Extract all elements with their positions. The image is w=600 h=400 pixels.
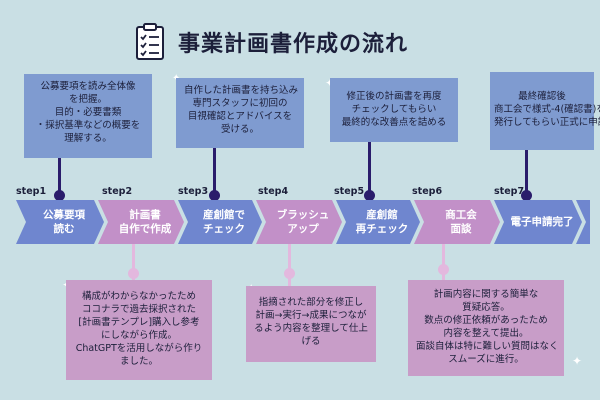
arrow-tail [576,200,590,244]
step-name-step3: 産創館で チェック [203,209,245,235]
step-label: step3 [178,186,209,197]
arrow-step7 [494,200,582,244]
pin-dot-step5 [364,190,375,201]
checklist-clipboard-icon [136,23,164,60]
step-label: step2 [102,186,133,197]
title-area: 事業計画書作成の流れ [130,20,470,66]
pin-stem-step1 [58,158,61,194]
pin-stem-step6 [442,244,445,280]
arrow-step1 [16,200,104,244]
pin-stem-step5 [368,142,371,194]
pin-stem-step4 [288,244,291,286]
step-label: step4 [258,186,289,197]
note-step6: 計画内容に関する簡単な 質疑応答。 数点の修正依頼があったため 内容を整えて提出… [408,280,564,376]
page-title: 事業計画書作成の流れ [178,32,409,57]
step-name-step6: 商工会 面談 [445,209,477,235]
arrow-step4 [256,200,342,244]
arrow-step6 [414,200,500,244]
step-label: step5 [334,186,365,197]
pin-stem-step2 [132,244,135,280]
pin-dot-step3 [209,190,220,201]
step-label: step7 [494,186,525,197]
step-name-step4: ブラッシュ アップ [276,209,330,235]
arrow-step5 [336,200,420,244]
process-arrow-row [16,200,590,244]
note-step2: 構成がわからなかったため ココナラで過去採択された [計画書テンプレ]購入し参考… [66,280,212,380]
note-step4: 指摘された部分を修正し 計画→実行→成果につなが るよう内容を整理して仕上 げる [246,286,376,362]
pin-dot-step1 [54,190,65,201]
note-step1: 公募要項を読み全体像 を把握。 目的・必要書類 ・採択基準などの概要を 理解する… [24,74,152,158]
step-name-step1: 公募要項 読む [43,209,85,235]
sparkle-icon: ✦ [572,354,583,368]
arrow-step2 [98,200,184,244]
step-name-step5: 産創館 再チェック [355,209,409,235]
pin-stem-step7 [525,150,528,194]
step-label: step6 [412,186,443,197]
note-step5: 修正後の計画書を再度 チェックしてもらい 最終的な改善点を詰める [330,78,458,142]
note-step7: 最終確認後 商工会で様式-4(確認書)を 発行してもらい正式に申請 [490,72,600,150]
step-label: step1 [16,186,47,197]
step-name-step2: 計画書 自作で作成 [118,209,172,235]
pin-dot-step7 [521,190,532,201]
arrow-step3 [178,200,262,244]
step-name-step7: 電子申請完了 [510,216,574,228]
note-step3: 自作した計画書を持ち込み 専門スタッフに初回の 目視確認とアドバイスを 受ける。 [176,78,304,148]
pin-stem-step3 [213,148,216,194]
